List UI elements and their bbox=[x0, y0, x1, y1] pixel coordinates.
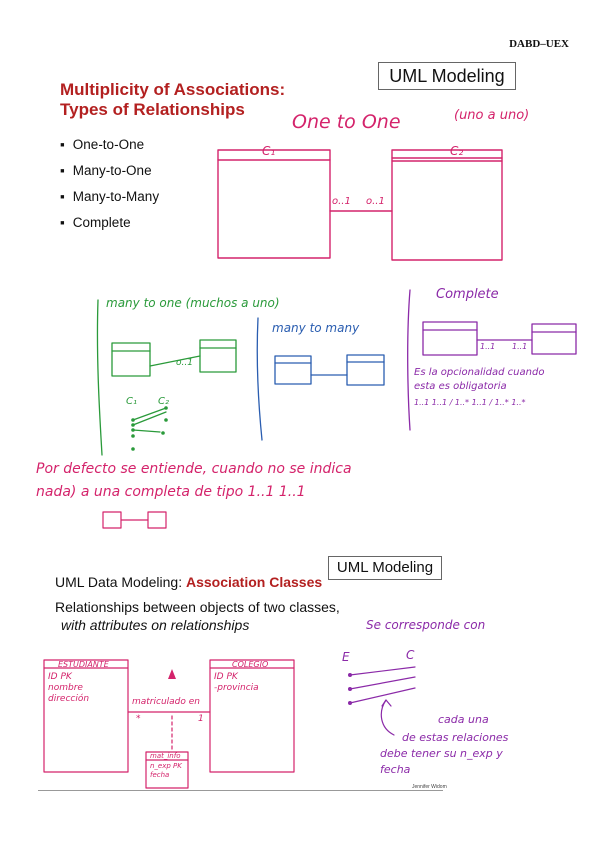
note-opcionalidad-3: 1..1 1..1 / 1..* 1..1 / 1..* 1..* bbox=[414, 398, 526, 407]
document-header: DABD–UEX bbox=[509, 38, 569, 50]
multiplicity-complete-2: 1..1 bbox=[512, 342, 528, 351]
note-opcionalidad-1: Es la opcionalidad cuando bbox=[414, 367, 545, 378]
slide2-title: UML Data Modeling: Association Classes bbox=[55, 574, 323, 590]
label-c2-small: C₂ bbox=[158, 396, 169, 407]
many-to-many-diagram bbox=[256, 317, 385, 441]
default-complete-diagram bbox=[102, 511, 167, 529]
label-c2: C₂ bbox=[450, 144, 464, 158]
note-one-to-one: One to One bbox=[292, 111, 401, 133]
label-e: E bbox=[342, 650, 350, 664]
note-cada-una: cada una bbox=[438, 713, 489, 726]
class-box-c1 bbox=[217, 149, 331, 259]
class-estudiante: ESTUDIANTE bbox=[58, 660, 109, 669]
association-name: matriculado en bbox=[132, 697, 201, 707]
slide1-bullets: One-to-One Many-to-One Many-to-Many Comp… bbox=[60, 132, 159, 236]
correspondence-diagram bbox=[349, 666, 416, 736]
class-colegio: COLEGIO bbox=[232, 660, 269, 669]
note-por-defecto-1: Por defecto se entiende, cuando no se in… bbox=[36, 461, 352, 477]
note-complete: Complete bbox=[436, 287, 499, 302]
note-por-defecto-2: nada) a una completa de tipo 1..1 1..1 bbox=[36, 484, 306, 500]
multiplicity-star: * bbox=[136, 714, 141, 724]
label-c1-small: C₁ bbox=[126, 396, 137, 407]
many-to-one-diagram bbox=[96, 299, 237, 456]
colegio-attributes: ID PK -provincia bbox=[214, 672, 259, 693]
label-c: C bbox=[406, 648, 415, 662]
class-box-c2 bbox=[391, 149, 503, 261]
bullet-item: Many-to-Many bbox=[60, 184, 159, 210]
note-many-to-many: many to many bbox=[272, 321, 360, 335]
slide1-tag: UML Modeling bbox=[378, 62, 516, 90]
slide2-bottom-rule bbox=[38, 790, 443, 791]
multiplicity-left: o..1 bbox=[332, 196, 351, 207]
bullet-item: Complete bbox=[60, 210, 159, 236]
multiplicity-one: 1 bbox=[198, 714, 204, 724]
class-mat-info: mat_info bbox=[150, 752, 181, 760]
bullet-item: One-to-One bbox=[60, 132, 159, 158]
note-uno-a-uno: (uno a uno) bbox=[454, 108, 530, 123]
one-to-one-diagram bbox=[217, 149, 503, 261]
note-cada-una-rest: de estas relaciones debe tener su n_exp … bbox=[380, 731, 509, 776]
slide2-credit: Jennifer Widom bbox=[412, 784, 447, 790]
multiplicity-right: o..1 bbox=[366, 196, 385, 207]
multiplicity-many-to-one: o..1 bbox=[176, 358, 193, 368]
note-corresponde: Se corresponde con bbox=[366, 618, 486, 632]
note-opcionalidad-2: esta es obligatoria bbox=[414, 381, 507, 392]
estudiante-attributes: ID PK nombre dirección bbox=[48, 672, 90, 704]
correspondence-dots bbox=[348, 673, 352, 705]
slide1-title: Multiplicity of Associations: Types of R… bbox=[60, 80, 286, 119]
arrow-icon bbox=[168, 669, 176, 679]
mat-info-attributes: n_exp PK fecha bbox=[150, 762, 182, 779]
association-class-diagram bbox=[43, 659, 295, 789]
label-c1: C₁ bbox=[262, 144, 276, 158]
slide2-subtitle: Relationships between objects of two cla… bbox=[55, 599, 340, 633]
complete-diagram bbox=[407, 289, 577, 431]
bullet-item: Many-to-One bbox=[60, 158, 159, 184]
slide2-tag: UML Modeling bbox=[328, 556, 442, 580]
note-many-to-one: many to one (muchos a uno) bbox=[106, 296, 280, 310]
many-to-one-dots bbox=[131, 406, 168, 451]
multiplicity-complete-1: 1..1 bbox=[480, 342, 496, 351]
